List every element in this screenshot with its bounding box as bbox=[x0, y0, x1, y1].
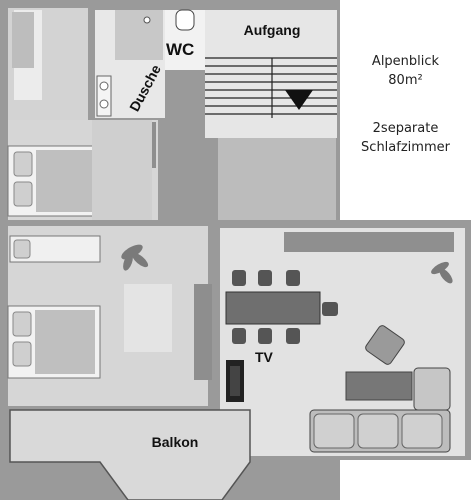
apartment-size: 80m² bbox=[388, 73, 423, 88]
armchair-icon bbox=[365, 325, 405, 365]
apartment-info: Alpenblick 80m² bbox=[340, 52, 471, 90]
tv-screen bbox=[230, 366, 240, 396]
sink-basin bbox=[99, 81, 109, 91]
bedroom-info-line2: Schlafzimmer bbox=[361, 140, 450, 155]
room-label-wc: WC bbox=[166, 40, 195, 59]
sink-basin-2 bbox=[99, 99, 109, 109]
kitchen-counter bbox=[284, 232, 454, 252]
dining-table-icon bbox=[225, 270, 338, 344]
stairs bbox=[205, 57, 337, 118]
bedroom-info: 2separate Schlafzimmer bbox=[340, 119, 471, 157]
label-tv: TV bbox=[255, 349, 273, 365]
bed-icon bbox=[7, 145, 97, 217]
bedroom-2-bench-pillow bbox=[13, 239, 31, 259]
bedroom-2-rug bbox=[124, 284, 172, 352]
bedroom-2-wardrobe bbox=[194, 284, 212, 380]
balcony bbox=[9, 409, 251, 500]
bedroom-info-line1: 2separate bbox=[372, 121, 439, 136]
shower-tray bbox=[115, 10, 163, 60]
top-left-closet-shelf bbox=[12, 12, 34, 68]
room-label-aufgang: Aufgang bbox=[243, 22, 301, 38]
plant-icon bbox=[431, 261, 453, 284]
room-label-balkon: Balkon bbox=[151, 434, 199, 450]
stair-direction-arrow-icon bbox=[285, 90, 313, 110]
shower-drain bbox=[143, 16, 151, 24]
hallway bbox=[92, 120, 152, 220]
plant-icon bbox=[121, 244, 149, 271]
toilet-icon bbox=[175, 9, 195, 31]
apartment-name: Alpenblick bbox=[371, 54, 440, 69]
stair-landing bbox=[218, 138, 336, 220]
sofa-icon bbox=[309, 367, 451, 453]
coffee-table bbox=[345, 371, 413, 401]
bed-icon bbox=[7, 305, 101, 379]
